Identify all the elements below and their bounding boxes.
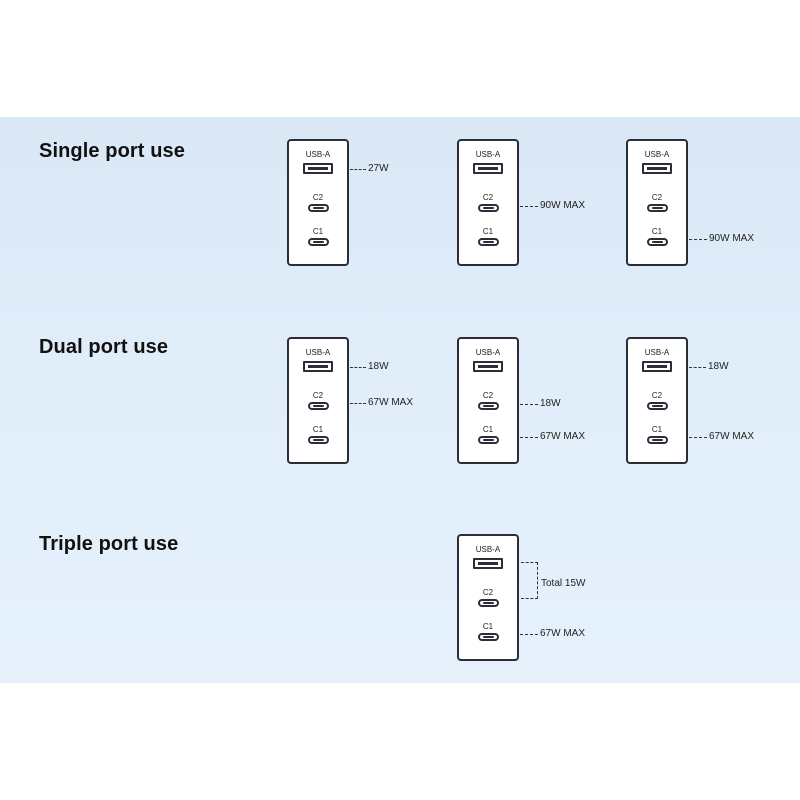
charger-single-1: USB-A C2 C1	[287, 139, 349, 266]
c2-port-label: C2	[312, 193, 324, 202]
charger-triple: USB-A C2 C1	[457, 534, 519, 661]
usbc-port-icon	[647, 204, 668, 212]
usba-port-icon	[473, 163, 503, 174]
c1-port-label: C1	[482, 425, 494, 434]
c1-port-label: C1	[312, 425, 324, 434]
c2-port-label: C2	[482, 193, 494, 202]
c1-output-label: 90W MAX	[709, 233, 755, 244]
usba-port-icon	[473, 361, 503, 372]
c2-port-label: C2	[651, 391, 663, 400]
usbc-port-icon	[308, 238, 329, 246]
usba-output-label: 27W	[368, 163, 389, 174]
usba-port-icon	[642, 163, 672, 174]
usba-port-icon	[473, 558, 503, 569]
usba-port-label: USB-A	[644, 150, 670, 159]
dashed-leader	[689, 367, 706, 368]
dashed-leader	[350, 169, 366, 170]
dashed-bracket	[521, 562, 538, 599]
c2-output-label: 18W	[540, 398, 561, 409]
usbc-port-icon	[647, 402, 668, 410]
usba-port-label: USB-A	[305, 348, 331, 357]
usbc-port-icon	[478, 633, 499, 641]
dashed-leader	[350, 367, 366, 368]
c1-port-label: C1	[482, 622, 494, 631]
usba-port-label: USB-A	[644, 348, 670, 357]
c2-port-label: C2	[482, 391, 494, 400]
triple-port-title: Triple port use	[39, 533, 179, 555]
charger-dual-3: USB-A C2 C1	[626, 337, 688, 464]
usba-port-icon	[303, 361, 333, 372]
usbc-port-icon	[478, 204, 499, 212]
c1-output-label: 67W MAX	[540, 628, 586, 639]
c1-port-label: C1	[312, 227, 324, 236]
dashed-leader	[520, 206, 538, 207]
c2-port-label: C2	[312, 391, 324, 400]
dashed-leader	[520, 437, 538, 438]
usbc-port-icon	[308, 436, 329, 444]
c1-output-label: 67W MAX	[709, 431, 755, 442]
c2-output-label: 90W MAX	[540, 200, 586, 211]
c1-output-label: 67W MAX	[540, 431, 586, 442]
usba-output-label: 18W	[708, 361, 729, 372]
charger-dual-2: USB-A C2 C1	[457, 337, 519, 464]
charger-single-2: USB-A C2 C1	[457, 139, 519, 266]
usba-output-label: 18W	[368, 361, 389, 372]
usba-c2-total-label: Total 15W	[541, 578, 586, 589]
usba-port-label: USB-A	[305, 150, 331, 159]
dashed-leader	[689, 437, 707, 438]
c2-port-label: C2	[651, 193, 663, 202]
c2-port-label: C2	[482, 588, 494, 597]
c1-port-label: C1	[482, 227, 494, 236]
dual-port-title: Dual port use	[39, 336, 169, 358]
charger-dual-1: USB-A C2 C1	[287, 337, 349, 464]
charger-single-3: USB-A C2 C1	[626, 139, 688, 266]
usba-port-label: USB-A	[475, 150, 501, 159]
dashed-leader	[350, 403, 366, 404]
usbc-port-icon	[308, 402, 329, 410]
dashed-leader	[520, 634, 538, 635]
dashed-leader	[520, 404, 538, 405]
usbc-port-icon	[647, 238, 668, 246]
usbc-port-icon	[308, 204, 329, 212]
c2-output-label: 67W MAX	[368, 397, 414, 408]
usbc-port-icon	[478, 238, 499, 246]
dashed-leader	[689, 239, 707, 240]
usba-port-icon	[642, 361, 672, 372]
single-port-title: Single port use	[39, 140, 185, 162]
usbc-port-icon	[478, 402, 499, 410]
usbc-port-icon	[478, 599, 499, 607]
c1-port-label: C1	[651, 227, 663, 236]
usba-port-label: USB-A	[475, 348, 501, 357]
usba-port-icon	[303, 163, 333, 174]
usbc-port-icon	[647, 436, 668, 444]
usbc-port-icon	[478, 436, 499, 444]
c1-port-label: C1	[651, 425, 663, 434]
usba-port-label: USB-A	[475, 545, 501, 554]
